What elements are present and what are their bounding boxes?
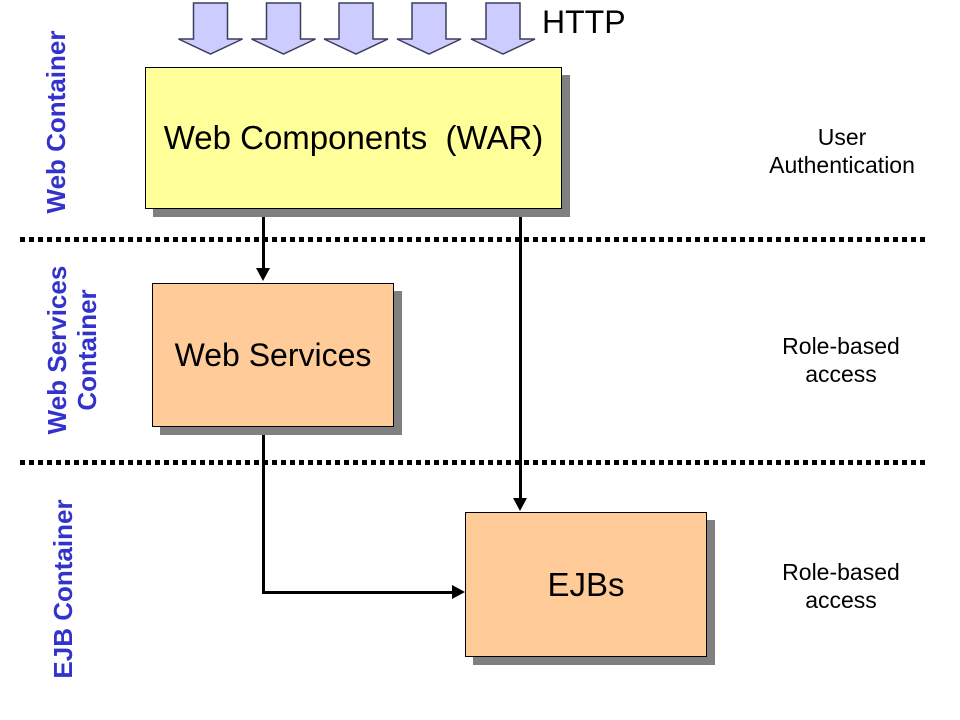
web-services-label: Web Services bbox=[174, 336, 372, 373]
connector-webcomponents-to-webservices bbox=[262, 207, 265, 269]
connector-webservices-to-ejbs-horizontal bbox=[262, 591, 453, 594]
web-services-box: Web Services bbox=[152, 283, 394, 427]
lane-label-web-container: Web Container bbox=[41, 30, 71, 214]
down-arrow-icon bbox=[251, 2, 316, 55]
web-components-box: Web Components (WAR) bbox=[145, 67, 562, 209]
http-arrows bbox=[178, 2, 536, 55]
layer-separator bbox=[20, 460, 925, 465]
layer-separator bbox=[20, 237, 925, 242]
arrowhead-right-icon bbox=[452, 585, 465, 599]
lane-label-web-services-container: Web Services Container bbox=[42, 265, 102, 435]
user-authentication-annotation: User Authentication bbox=[769, 124, 915, 178]
ejbs-label: EJBs bbox=[547, 565, 625, 603]
ejbs-box: EJBs bbox=[465, 512, 707, 657]
down-arrow-icon bbox=[470, 2, 536, 55]
lane-label-ejb-container: EJB Container bbox=[48, 499, 78, 679]
arrowhead-down-icon bbox=[256, 268, 270, 281]
down-arrow-icon bbox=[323, 2, 389, 55]
connector-webcomponents-to-ejbs bbox=[519, 207, 522, 499]
role-based-access-annotation-ejb: Role-based access bbox=[782, 559, 900, 613]
connector-webservices-to-ejbs-vertical bbox=[262, 425, 265, 594]
down-arrow-icon bbox=[396, 2, 462, 55]
web-components-label: Web Components (WAR) bbox=[163, 119, 544, 156]
arrowhead-down-icon bbox=[513, 498, 527, 511]
role-based-access-annotation-ws: Role-based access bbox=[782, 333, 900, 387]
http-label: HTTP bbox=[542, 4, 626, 40]
down-arrow-icon bbox=[178, 2, 243, 55]
